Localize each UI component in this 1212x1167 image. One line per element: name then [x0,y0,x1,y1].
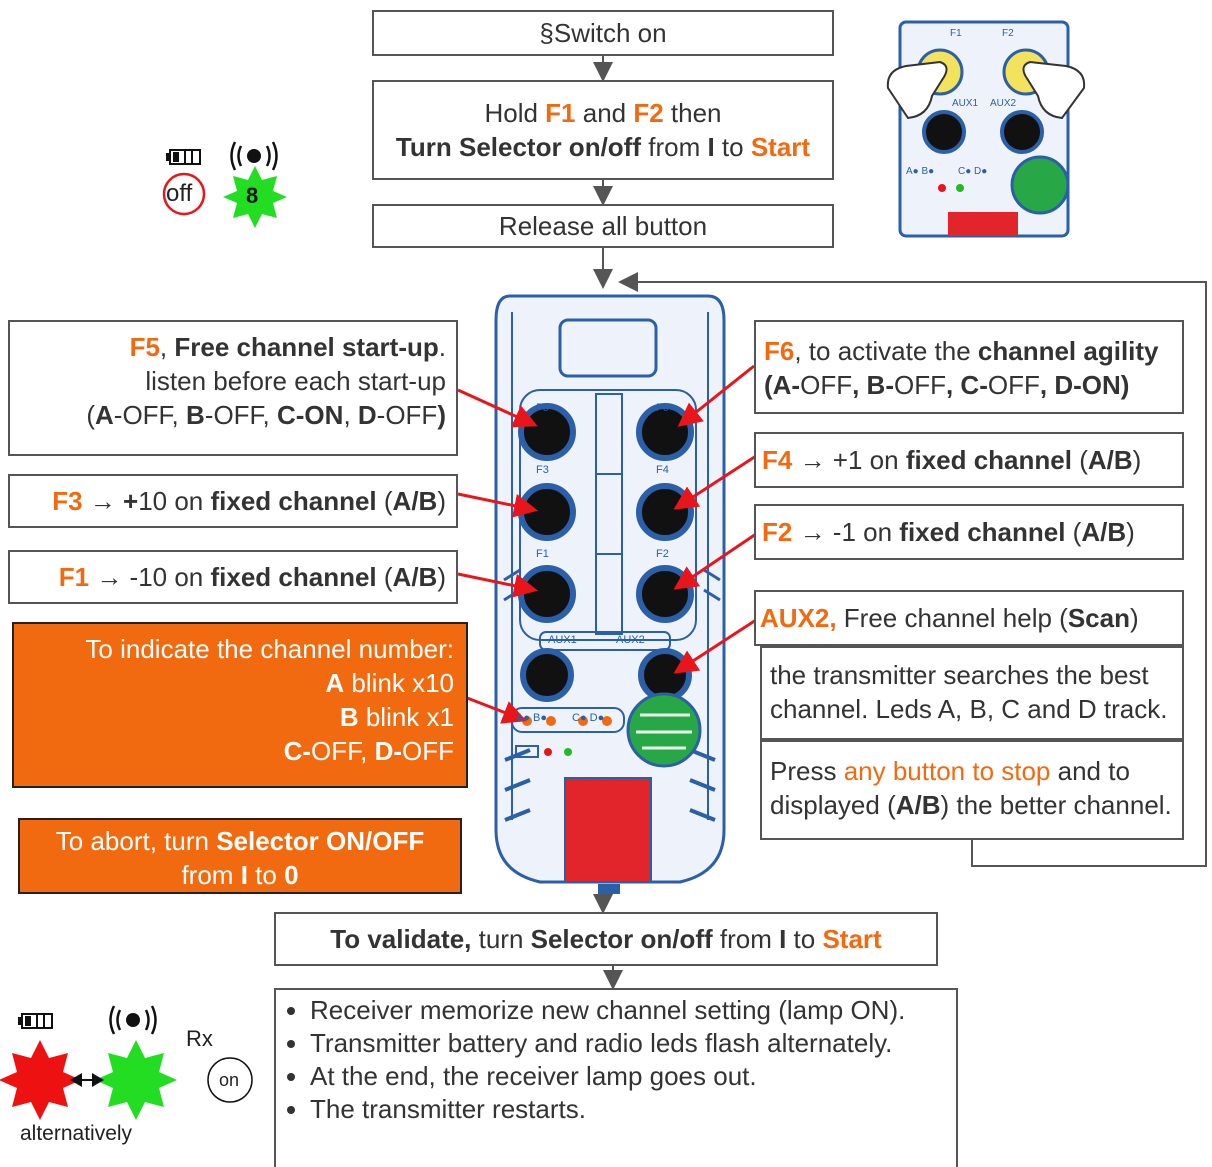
remote-label-f4: F4 [656,464,669,476]
press-line-1: Press any button to stop and to [770,756,1130,786]
photo-label-leds-cd: C● D● [958,166,988,177]
list-item: Transmitter battery and radio leds flash… [310,1027,956,1060]
f3-box: F3 → +10 on fixed channel (A/B) [8,474,458,528]
hold-line-2: Turn Selector on/off from I to Start [395,132,811,162]
press-box: Press any button to stop and to displaye… [760,740,1184,840]
radio-icon-top [230,141,278,171]
f5-line-1: F5, Free channel start-up. [129,332,446,362]
battery-icon-top [166,149,201,165]
switch-on-text: §Switch on [539,18,667,48]
aux2-box: AUX2, Free channel help (Scan) [754,590,1184,646]
search-line-1: the transmitter searches the best [770,660,1149,690]
list-item: At the end, the receiver lamp goes out. [310,1060,956,1093]
switch-on-box: §Switch on [372,10,834,56]
indicate-line-1: To indicate the channel number: [85,634,454,664]
battery-icon-bottom [18,1013,53,1029]
abort-line-2: from I to 0 [181,860,299,890]
release-box: Release all button [372,204,834,248]
f5-line-3: (A-OFF, B-OFF, C-ON, D-OFF) [86,400,446,430]
radio-count: 8 [246,183,259,208]
remote-selector-knob [626,692,702,768]
remote-label-f5: F5 [536,402,549,414]
remote-label-leds-cd: C● D● [572,712,605,724]
f6-line-1: F6, to activate the channel agility [764,336,1159,366]
photo-label-leds-ab: A● B● [906,166,935,177]
remote-photo [886,20,1086,238]
f4-box: F4 → +1 on fixed channel (A/B) [754,432,1184,488]
f1-box: F1 → -10 on fixed channel (A/B) [8,550,458,604]
remote-label-f6: F6 [656,402,669,414]
result-box: Receiver memorize new channel setting (l… [274,988,958,1167]
photo-label-aux2: AUX2 [990,98,1017,109]
f5-box: F5, Free channel start-up. listen before… [8,320,458,456]
remote-label-f1: F1 [536,548,549,560]
abort-box: To abort, turn Selector ON/OFF from I to… [18,818,462,894]
off-label: off [166,180,193,207]
battery-led-star [0,1040,81,1120]
remote-stop-button [564,777,652,883]
list-item: The transmitter restarts. [310,1093,956,1126]
list-item: Receiver memorize new channel setting (l… [310,994,956,1027]
remote-buttons [518,403,694,702]
hand-right-icon [1022,60,1086,120]
search-line-2: channel. Leds A, B, C and D track. [770,694,1168,724]
remote-label-aux1: AUX1 [548,634,577,646]
alternate-arrows-icon [70,1073,104,1087]
press-line-2: displayed (A/B) the better channel. [770,790,1172,820]
photo-label-f1: F1 [950,28,962,39]
photo-label-f2: F2 [1002,28,1014,39]
photo-label-aux1: AUX1 [952,98,979,109]
remote-label-aux2: AUX2 [616,634,645,646]
search-box: the transmitter searches the best channe… [760,646,1184,740]
radio-icon-bottom [109,1005,157,1035]
f2-box: F2 → -1 on fixed channel (A/B) [754,504,1184,560]
hold-line-1: Hold F1 and F2 then [484,98,722,128]
hand-left-icon [886,60,948,120]
remote-cable [598,884,620,894]
rx-label: Rx [186,1026,213,1051]
pointer-arrows [457,364,757,724]
f6-line-2: (A-OFF, B-OFF, C-OFF, D-ON) [764,370,1130,400]
radio-led-star-bottom [95,1040,177,1120]
f6-box: F6, to activate the channel agility (A-O… [754,320,1184,414]
f5-line-2: listen before each start-up [145,366,446,396]
radio-led-star-top [223,166,287,228]
release-text: Release all button [498,211,708,241]
remote-label-f3: F3 [536,464,549,476]
indicate-line-cd: C-OFF, D-OFF [283,736,454,766]
alternatively-label: alternatively [20,1122,133,1145]
abort-line-1: To abort, turn Selector ON/OFF [55,826,425,856]
remote-label-f2: F2 [656,548,669,560]
hold-keys-box: Hold F1 and F2 then Turn Selector on/off… [372,80,834,180]
remote-label-leds-ab: A● B● [516,712,548,724]
rx-on-label: on [219,1070,240,1090]
indicate-line-a: A blink x10 [325,668,454,698]
indicate-line-b: B blink x1 [339,702,454,732]
off-indicator-circle [162,172,206,216]
rx-on-circle [207,1057,253,1103]
result-list: Receiver memorize new channel setting (l… [276,990,956,1126]
indicate-box: To indicate the channel number: A blink … [12,622,468,788]
validate-box: To validate, turn Selector on/off from I… [274,912,938,966]
